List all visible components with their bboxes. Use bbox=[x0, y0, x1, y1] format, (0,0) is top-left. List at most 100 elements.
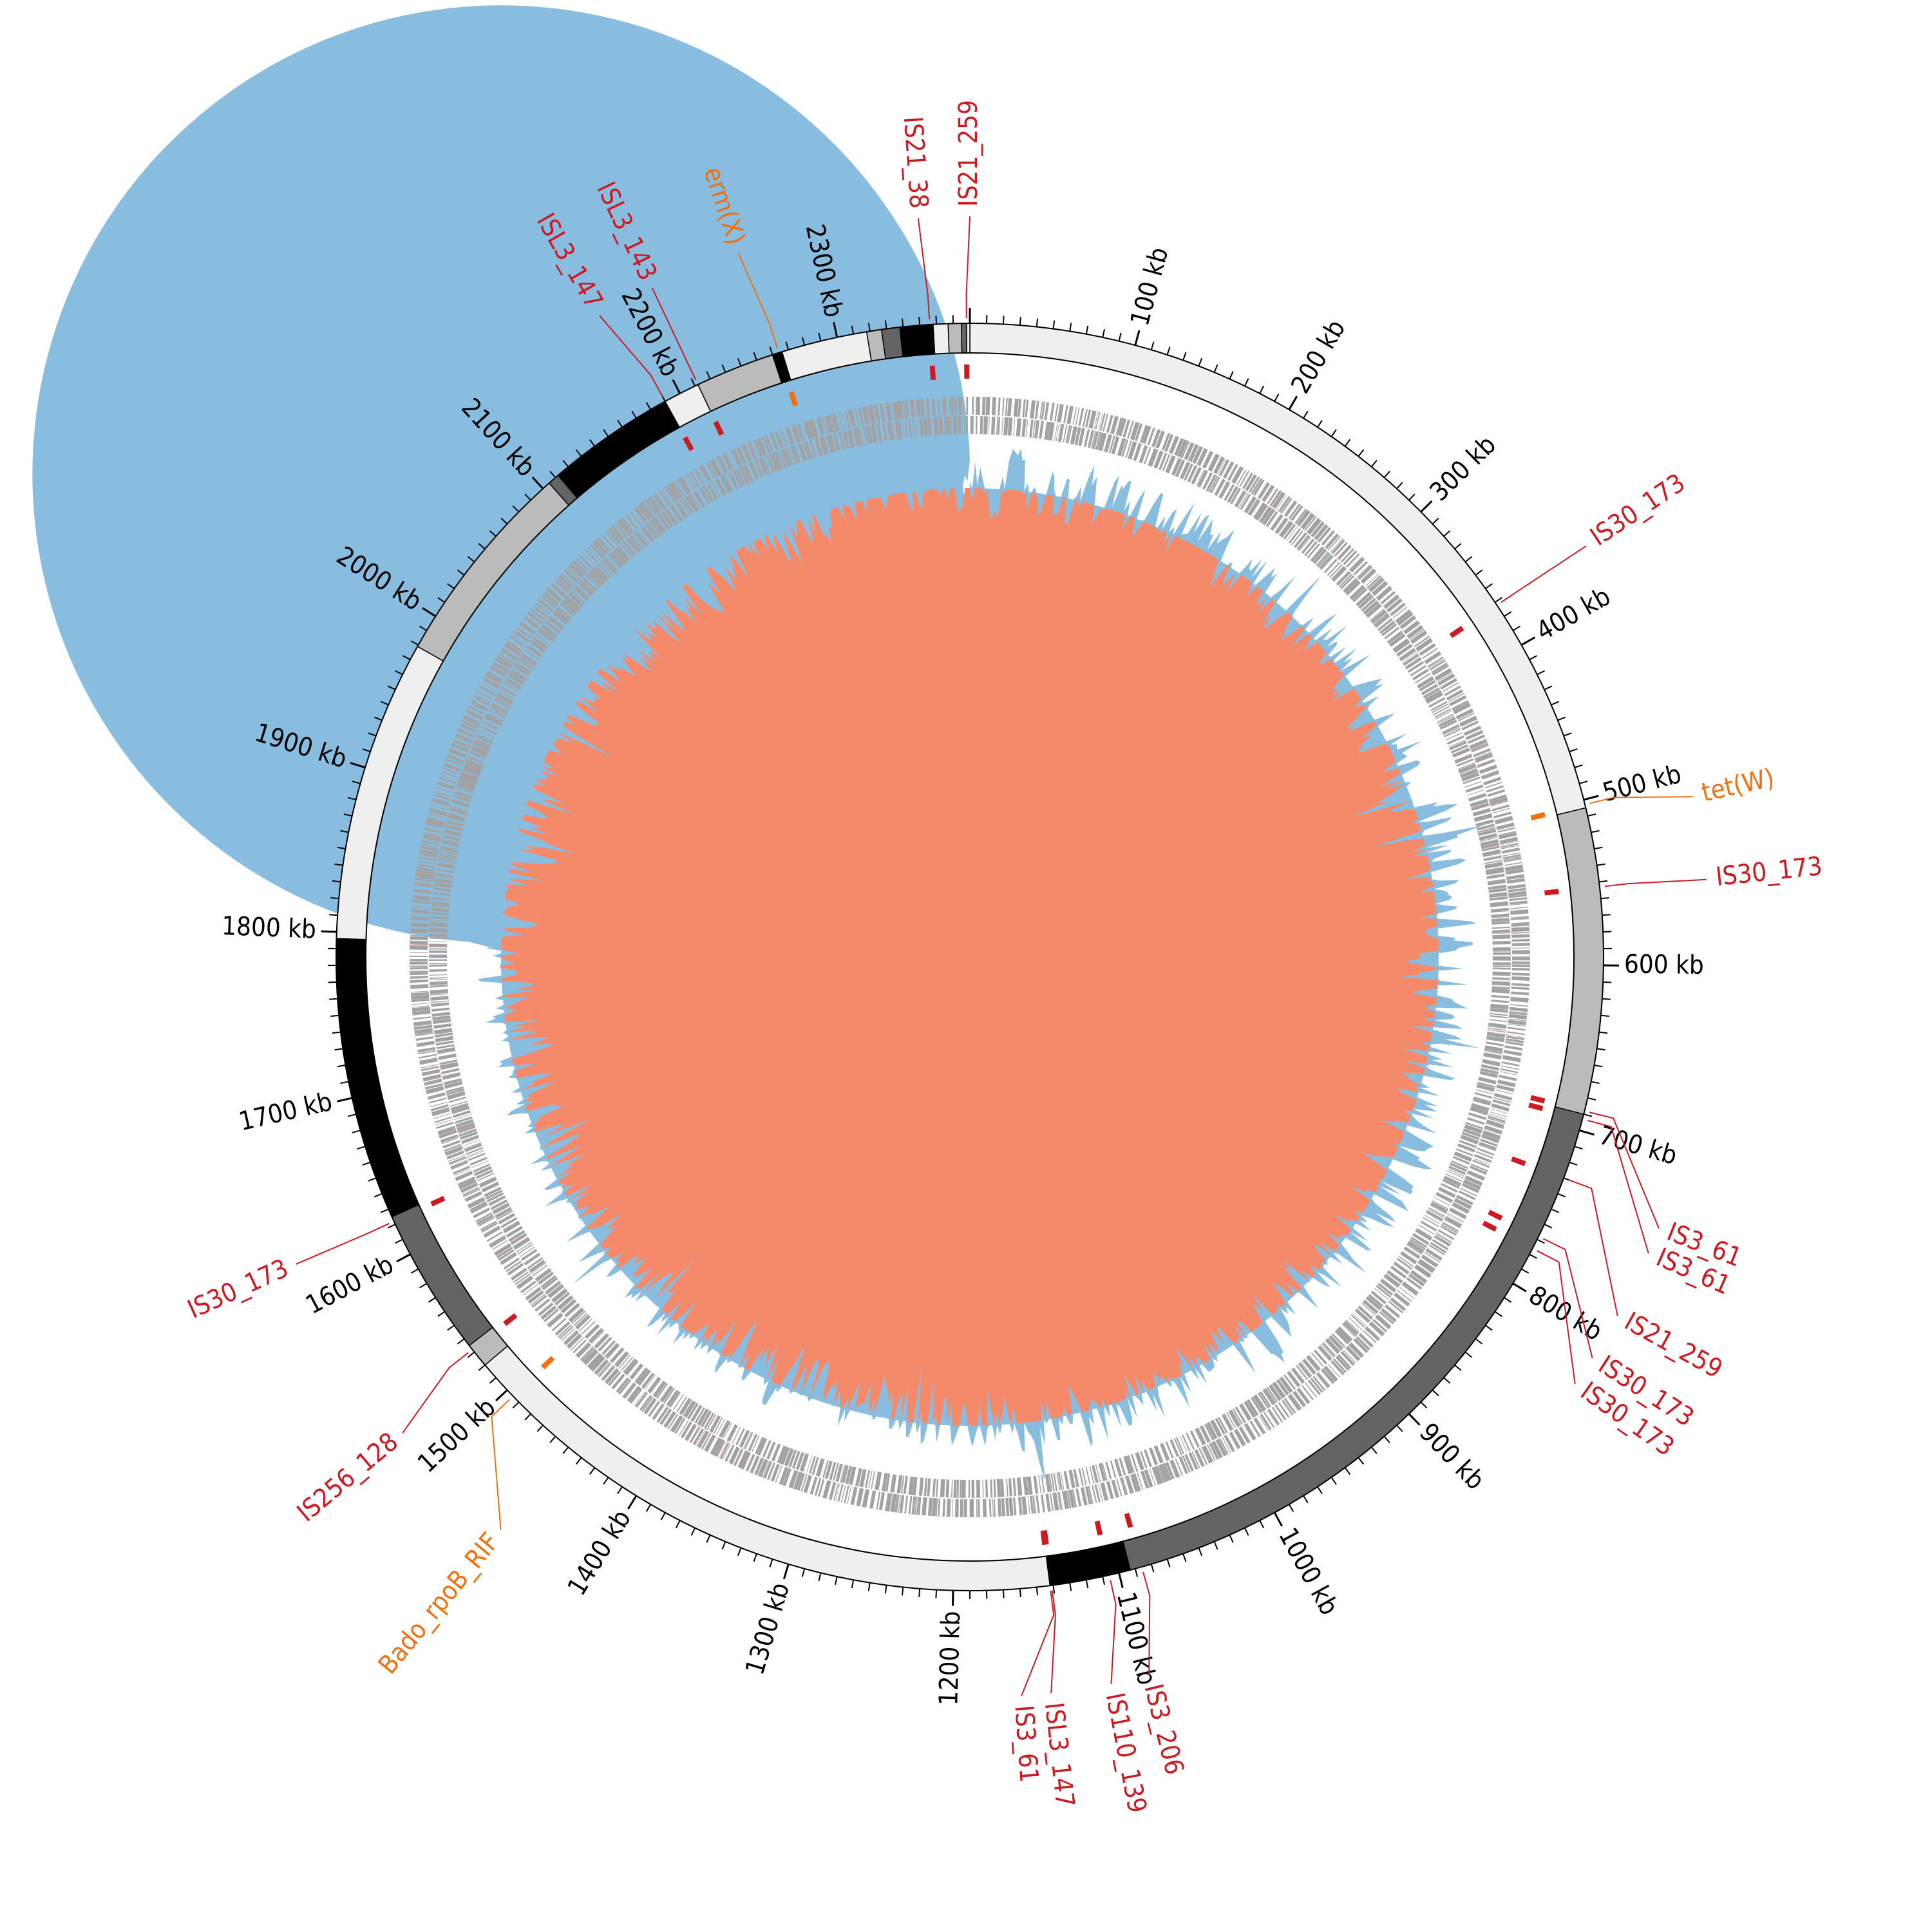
minor-tick bbox=[721, 364, 726, 373]
minor-tick bbox=[835, 1576, 838, 1586]
minor-tick bbox=[1288, 1504, 1294, 1512]
minor-tick bbox=[447, 583, 455, 589]
minor-tick bbox=[575, 1457, 582, 1465]
minor-tick bbox=[352, 781, 361, 784]
minor-tick bbox=[1331, 1477, 1337, 1485]
minor-tick bbox=[1002, 1589, 1005, 1598]
feature-leader-line bbox=[402, 1352, 469, 1434]
minor-tick bbox=[489, 530, 497, 537]
feature-mark bbox=[1530, 811, 1546, 820]
minor-tick bbox=[1420, 1401, 1428, 1409]
minor-tick bbox=[901, 1587, 904, 1596]
feature-leader-line bbox=[1537, 1250, 1576, 1385]
minor-tick bbox=[1574, 764, 1583, 768]
minor-tick bbox=[737, 1548, 742, 1557]
minor-tick bbox=[851, 325, 855, 334]
minor-tick bbox=[1594, 846, 1603, 849]
minor-tick bbox=[1118, 332, 1122, 341]
feature-label: IS30_173 bbox=[184, 1253, 293, 1325]
minor-tick bbox=[645, 402, 652, 410]
minor-tick bbox=[368, 1177, 377, 1182]
minor-tick bbox=[603, 429, 609, 437]
minor-tick bbox=[512, 505, 520, 513]
minor-tick bbox=[675, 1520, 681, 1528]
minor-tick bbox=[524, 1413, 531, 1421]
minor-tick bbox=[387, 685, 396, 690]
feature-mark bbox=[1094, 1520, 1103, 1536]
minor-tick bbox=[1432, 1389, 1439, 1397]
minor-tick bbox=[340, 829, 349, 833]
minor-tick bbox=[867, 323, 871, 332]
minor-tick bbox=[1475, 569, 1483, 576]
minor-tick bbox=[1551, 701, 1560, 706]
feature-leader-line bbox=[917, 218, 931, 320]
minor-tick bbox=[1052, 1585, 1056, 1594]
minor-tick bbox=[1166, 346, 1171, 355]
minor-tick bbox=[918, 1588, 921, 1597]
minor-tick bbox=[332, 1031, 341, 1034]
minor-tick bbox=[706, 1535, 711, 1543]
contig-segment bbox=[966, 323, 971, 354]
minor-tick bbox=[1383, 1435, 1390, 1443]
minor-tick bbox=[645, 1504, 652, 1512]
minor-tick bbox=[1317, 1486, 1323, 1495]
minor-tick bbox=[500, 517, 508, 525]
minor-tick bbox=[347, 1113, 357, 1117]
minor-tick bbox=[1587, 1097, 1596, 1101]
minor-tick bbox=[818, 332, 822, 341]
tick-label: 1000 kb bbox=[1273, 1523, 1344, 1620]
minor-tick bbox=[447, 1325, 455, 1331]
minor-tick bbox=[918, 317, 921, 326]
major-tick bbox=[627, 1495, 638, 1510]
feature-leader-line bbox=[1604, 878, 1707, 887]
major-tick bbox=[350, 762, 366, 769]
minor-tick bbox=[1303, 1495, 1309, 1504]
tick-label: 1400 kb bbox=[562, 1505, 637, 1601]
minor-tick bbox=[1537, 670, 1545, 676]
tick-label: 1200 kb bbox=[934, 1611, 966, 1706]
feature-label: IS30_173 bbox=[1714, 851, 1824, 892]
minor-tick bbox=[402, 655, 411, 661]
minor-tick bbox=[419, 1283, 428, 1289]
minor-tick bbox=[1085, 1580, 1089, 1589]
minor-tick bbox=[457, 1338, 465, 1345]
tick-label: 400 kb bbox=[1531, 582, 1615, 647]
feature-label: IS30_173 bbox=[1585, 468, 1690, 552]
minor-tick bbox=[884, 320, 887, 329]
minor-tick bbox=[357, 1146, 366, 1150]
major-tick bbox=[396, 1253, 411, 1263]
minor-tick bbox=[1069, 323, 1072, 332]
feature-mark bbox=[929, 365, 936, 381]
minor-tick bbox=[457, 569, 465, 576]
feature-leader-line bbox=[1589, 1112, 1660, 1229]
minor-tick bbox=[1344, 439, 1351, 447]
minor-tick bbox=[410, 640, 419, 646]
minor-tick bbox=[753, 1553, 757, 1562]
minor-tick bbox=[419, 625, 428, 631]
minor-tick bbox=[347, 797, 357, 800]
minor-tick bbox=[617, 419, 623, 428]
minor-tick bbox=[387, 1224, 396, 1229]
feature-mark bbox=[788, 391, 799, 406]
minor-tick bbox=[1198, 1548, 1203, 1557]
minor-tick bbox=[410, 1268, 419, 1274]
major-tick bbox=[321, 930, 337, 933]
contig-ring-inner-edge bbox=[365, 352, 1575, 1562]
feature-label: IS3_61 bbox=[1009, 1704, 1043, 1783]
feature-leader-line bbox=[1110, 1580, 1117, 1684]
minor-tick bbox=[1504, 611, 1512, 617]
major-tick bbox=[1579, 1129, 1595, 1136]
minor-tick bbox=[1443, 1377, 1451, 1384]
minor-tick bbox=[1303, 410, 1309, 419]
minor-tick bbox=[851, 1580, 855, 1589]
feature-leader-line bbox=[1587, 1119, 1649, 1254]
feature-leader-line bbox=[737, 253, 778, 348]
feature-leader-line bbox=[651, 287, 697, 381]
minor-tick bbox=[549, 471, 556, 478]
minor-tick bbox=[1464, 1351, 1473, 1358]
minor-tick bbox=[785, 341, 790, 350]
minor-tick bbox=[395, 1238, 403, 1244]
minor-tick bbox=[1358, 449, 1365, 457]
feature-mark bbox=[1530, 1095, 1546, 1104]
minor-tick bbox=[769, 1558, 773, 1567]
